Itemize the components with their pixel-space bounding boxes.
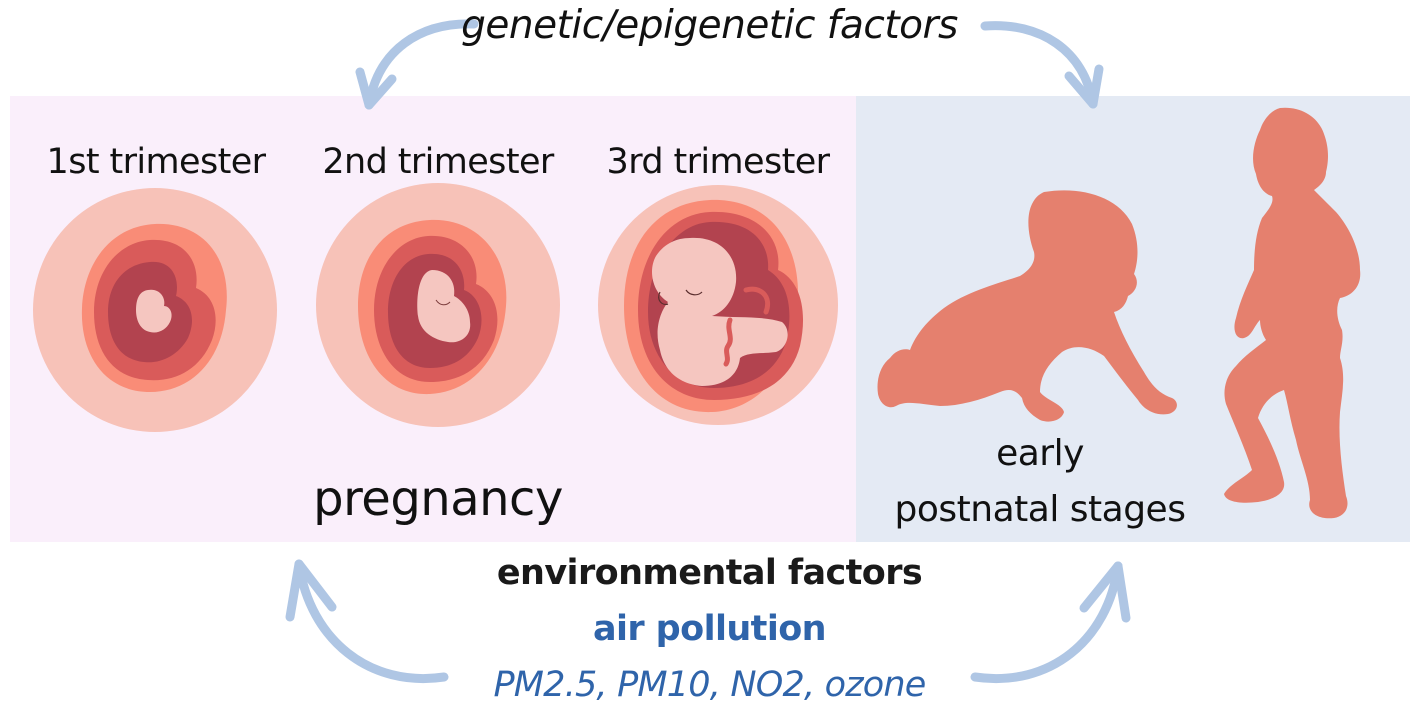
arrow-environment-to-pregnancy-icon bbox=[285, 559, 449, 683]
postnatal-caption-line1: early bbox=[996, 433, 1084, 474]
stage-label-2nd-trimester: 2nd trimester bbox=[322, 142, 554, 182]
air-pollution-label: air pollution bbox=[593, 609, 827, 649]
pregnancy-caption: pregnancy bbox=[313, 471, 563, 527]
pollutants-list: PM2.5, PM10, NO2, ozone bbox=[493, 665, 926, 705]
postnatal-caption-line2: postnatal stages bbox=[894, 489, 1186, 530]
environmental-factors-label: environmental factors bbox=[496, 553, 923, 593]
fetus-3rd-trimester-icon bbox=[598, 185, 838, 425]
embryo-1st-trimester-icon bbox=[33, 188, 277, 432]
genetic-factors-title: genetic/epigenetic factors bbox=[461, 3, 958, 48]
crawling-baby-silhouette-icon bbox=[877, 190, 1177, 422]
fetus-2nd-trimester-icon bbox=[316, 183, 560, 427]
stage-label-1st-trimester: 1st trimester bbox=[46, 142, 267, 182]
standing-toddler-silhouette-icon bbox=[1224, 107, 1361, 519]
stage-label-3rd-trimester: 3rd trimester bbox=[606, 142, 831, 182]
arrow-genetic-to-postnatal-icon bbox=[980, 21, 1104, 109]
arrow-genetic-to-pregnancy-icon bbox=[355, 19, 479, 110]
arrow-environment-to-postnatal-icon bbox=[970, 561, 1131, 683]
